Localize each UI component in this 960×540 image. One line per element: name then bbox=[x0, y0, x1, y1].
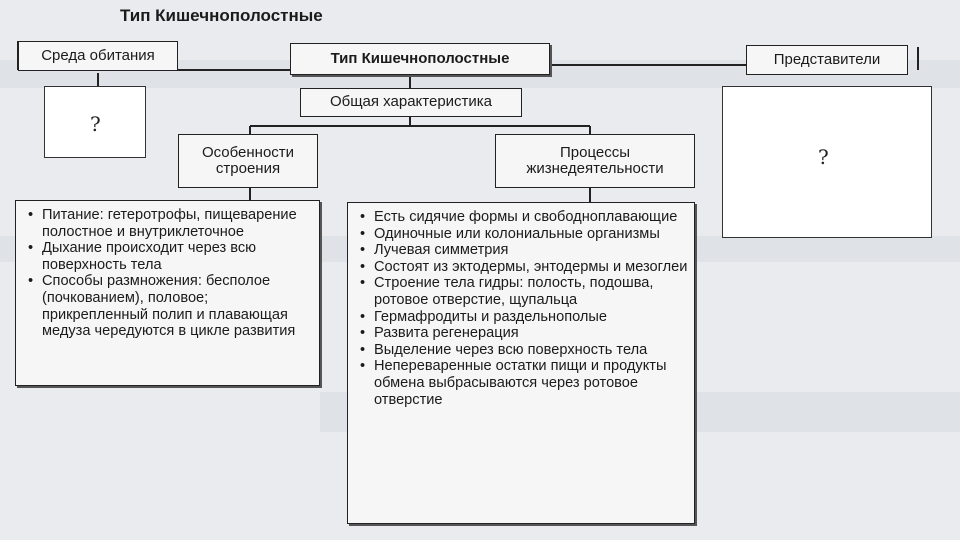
list-item: Одиночные или колониальные организмы bbox=[358, 226, 688, 243]
list-item: Непереваренные остатки пищи и продукты о… bbox=[358, 358, 688, 408]
processes-list: Есть сидячие формы и свободноплавающие О… bbox=[358, 209, 688, 408]
list-item: Состоят из эктодермы, энтодермы и мезогл… bbox=[358, 259, 688, 276]
list-item: Дыхание происходит через всю поверхность… bbox=[26, 240, 313, 273]
list-item: Развита регенерация bbox=[358, 325, 688, 342]
structure-label: Особенности строения bbox=[201, 143, 295, 177]
processes-box: Процессы жизнедеятельности bbox=[495, 134, 695, 188]
habitat-answer-box[interactable] bbox=[44, 86, 146, 158]
list-item: Лучевая симметрия bbox=[358, 242, 688, 259]
list-item: Строение тела гидры: полость, подошва, р… bbox=[358, 275, 688, 308]
structure-list: Питание: гетеротрофы, пищеварение полост… bbox=[26, 207, 313, 340]
structure-list-box: Питание: гетеротрофы, пищеварение полост… bbox=[15, 200, 320, 386]
processes-label: Процессы жизнедеятельности bbox=[526, 143, 664, 177]
list-item: Способы размножения: бесполое (почковани… bbox=[26, 273, 313, 339]
representatives-question-mark: ? bbox=[818, 145, 829, 169]
list-item: Есть сидячие формы и свободноплавающие bbox=[358, 209, 688, 226]
representatives-box: Представители bbox=[746, 45, 908, 75]
habitat-label: Среда обитания bbox=[41, 46, 155, 64]
root-box: Тип Кишечнополостные bbox=[290, 43, 550, 75]
page-title: Тип Кишечнополостные bbox=[120, 6, 323, 25]
representatives-answer-box[interactable] bbox=[722, 86, 932, 238]
general-box: Общая характеристика bbox=[300, 88, 522, 117]
processes-list-box: Есть сидячие формы и свободноплавающие О… bbox=[347, 202, 695, 524]
general-label: Общая характеристика bbox=[329, 93, 493, 111]
habitat-box: Среда обитания bbox=[18, 41, 178, 71]
representatives-label: Представители bbox=[773, 50, 881, 68]
structure-box: Особенности строения bbox=[178, 134, 318, 188]
root-label: Тип Кишечнополостные bbox=[330, 49, 510, 67]
list-item: Гермафродиты и раздельнополые bbox=[358, 309, 688, 326]
list-item: Питание: гетеротрофы, пищеварение полост… bbox=[26, 207, 313, 240]
list-item: Выделение через всю поверхность тела bbox=[358, 342, 688, 359]
habitat-question-mark: ? bbox=[90, 112, 101, 136]
